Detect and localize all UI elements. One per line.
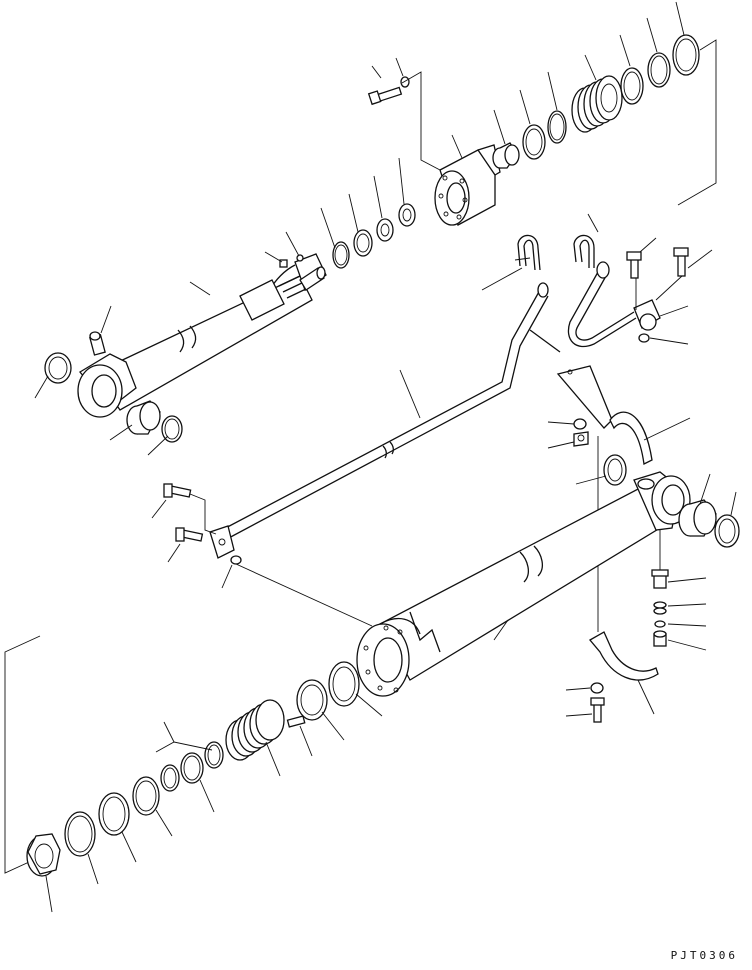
bushing-bottom bbox=[678, 473, 717, 537]
drawing-code: PJT0306 bbox=[670, 949, 738, 962]
nut-rod-b bbox=[398, 203, 416, 227]
ring-bottom-6 bbox=[132, 776, 173, 837]
ring-bottom-1 bbox=[328, 661, 383, 717]
seal-pack-head bbox=[571, 75, 623, 133]
clamp-lower bbox=[589, 631, 659, 715]
clamp-upper bbox=[609, 411, 691, 465]
leader-pipe-to-head bbox=[235, 563, 373, 627]
leaders-pipe bbox=[399, 267, 523, 419]
flange-block bbox=[633, 299, 661, 331]
piston bbox=[225, 699, 285, 777]
leader-tube bbox=[493, 619, 509, 641]
ring-head-5 bbox=[672, 34, 700, 76]
plug-rod-tiny bbox=[279, 254, 304, 268]
ring-bottom-4 bbox=[180, 752, 215, 813]
ring-head-2 bbox=[547, 110, 567, 144]
ring-bottom-7 bbox=[98, 792, 137, 863]
mount-bracket bbox=[556, 365, 613, 429]
o-ring-flange bbox=[638, 305, 689, 345]
tube-bottom-eye bbox=[633, 471, 691, 531]
bolt-washer-lower bbox=[565, 682, 605, 723]
ring-rod-b bbox=[353, 229, 373, 257]
ring-bottom-8 bbox=[64, 811, 99, 885]
o-ring-pipe bbox=[230, 555, 242, 565]
rod-eye bbox=[77, 353, 137, 418]
leaders-rod-parts bbox=[320, 157, 405, 249]
nut-bottom bbox=[26, 833, 61, 913]
ring-head-4 bbox=[647, 52, 671, 88]
washer-small-top bbox=[400, 76, 410, 88]
hydraulic-pipe-long bbox=[209, 282, 549, 559]
nut-washer-clamp bbox=[547, 418, 589, 449]
leaders-rod bbox=[34, 231, 300, 456]
seal-rod-eye-b bbox=[161, 415, 183, 443]
ring-head-1 bbox=[522, 124, 546, 160]
bolt-pipe-a bbox=[151, 483, 192, 519]
pin-rod-small bbox=[299, 266, 326, 291]
leaders-top bbox=[371, 1, 685, 159]
ring-head-3 bbox=[620, 67, 644, 105]
top-right-bracket bbox=[677, 39, 717, 206]
ring-bottom-2 bbox=[296, 679, 345, 741]
bottom-left-bracket bbox=[4, 635, 41, 874]
u-bolt-right bbox=[573, 213, 599, 268]
bolt-pipe-b bbox=[167, 527, 204, 563]
check-valve-parts bbox=[651, 569, 707, 651]
u-bolt-left bbox=[514, 234, 541, 271]
bushing-head bbox=[492, 142, 520, 169]
hydraulic-pipe-bent bbox=[529, 261, 637, 353]
cylinder-head bbox=[434, 144, 501, 226]
grease-fitting-rod bbox=[89, 331, 106, 356]
cylinder-tube bbox=[379, 454, 661, 681]
seal-rod-eye bbox=[44, 352, 72, 384]
ring-rod-a bbox=[332, 241, 350, 269]
seal-bottom bbox=[714, 491, 740, 548]
pin-piston bbox=[286, 715, 313, 757]
bolt-small-top bbox=[367, 86, 403, 106]
ring-bottom-5 bbox=[160, 764, 180, 792]
bolts-flange bbox=[626, 237, 713, 310]
nut-rod-a bbox=[376, 218, 394, 242]
ring-bottom-3 bbox=[204, 741, 224, 769]
tube-head-flange bbox=[356, 617, 421, 697]
bushing-rod-eye bbox=[126, 400, 161, 435]
